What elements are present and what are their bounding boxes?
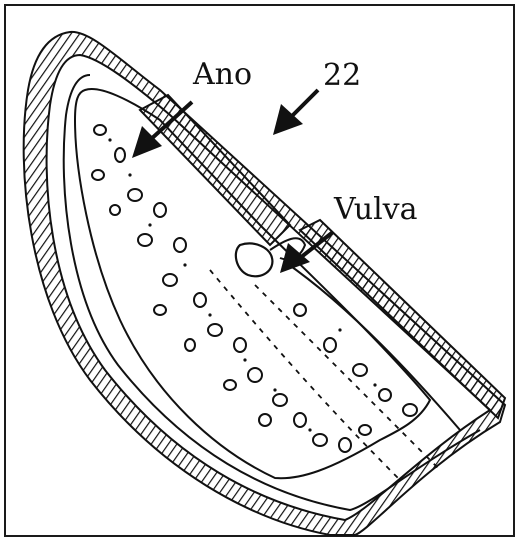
label-figure-number: 22 <box>323 61 361 91</box>
label-ano: Ano <box>193 60 252 90</box>
vulva-opening <box>236 243 273 276</box>
arrow-22 <box>273 90 318 135</box>
label-vulva: Vulva <box>334 195 418 225</box>
